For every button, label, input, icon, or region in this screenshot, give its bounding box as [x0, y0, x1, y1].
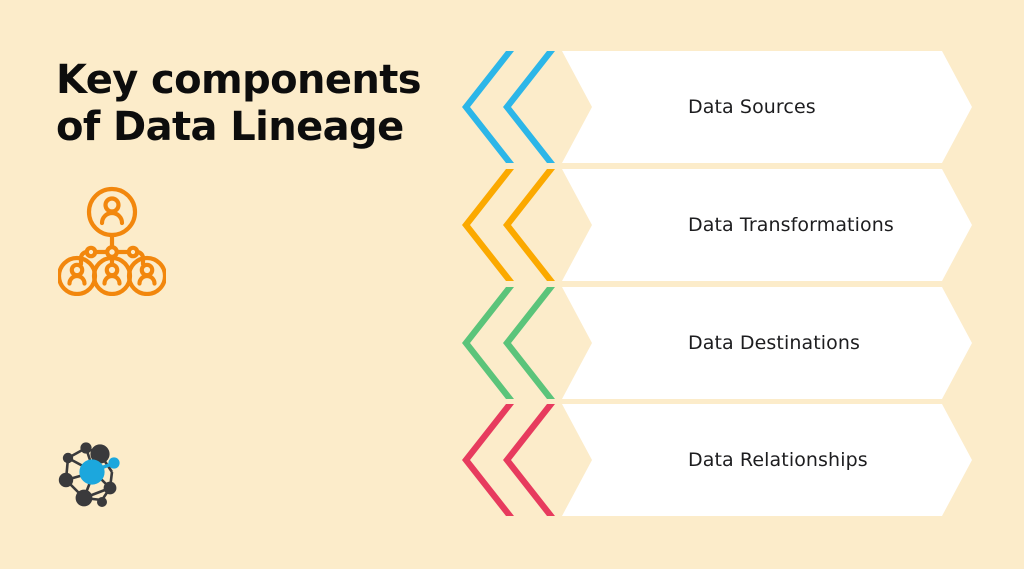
chevron-group-2	[462, 169, 566, 281]
org-hierarchy-icon	[56, 186, 168, 297]
chevron-group-3	[462, 287, 566, 399]
component-label: Data Relationships	[688, 449, 868, 471]
chevron-icon	[503, 404, 555, 516]
chevron-icon	[503, 287, 555, 399]
chevron-icon	[503, 169, 555, 281]
component-banner-3[interactable]: Data Destinations	[562, 287, 972, 399]
component-banner-4[interactable]: Data Relationships	[562, 404, 972, 516]
chevron-group-1	[462, 51, 566, 163]
chevron-icon	[503, 51, 555, 163]
component-banner-1[interactable]: Data Sources	[562, 51, 972, 163]
component-banner-2[interactable]: Data Transformations	[562, 169, 972, 281]
component-label: Data Transformations	[688, 214, 894, 236]
component-label: Data Destinations	[688, 332, 861, 354]
left-column: Key components of Data Lineage	[0, 0, 460, 569]
chevron-group-4	[462, 404, 566, 516]
component-row-4[interactable]: Data Relationships	[462, 404, 972, 516]
page-title: Key components of Data Lineage	[56, 57, 422, 151]
component-label: Data Sources	[688, 96, 816, 118]
network-graph-icon	[54, 428, 140, 514]
component-row-2[interactable]: Data Transformations	[462, 169, 972, 281]
component-row-3[interactable]: Data Destinations	[462, 287, 972, 399]
component-row-1[interactable]: Data Sources	[462, 51, 972, 163]
